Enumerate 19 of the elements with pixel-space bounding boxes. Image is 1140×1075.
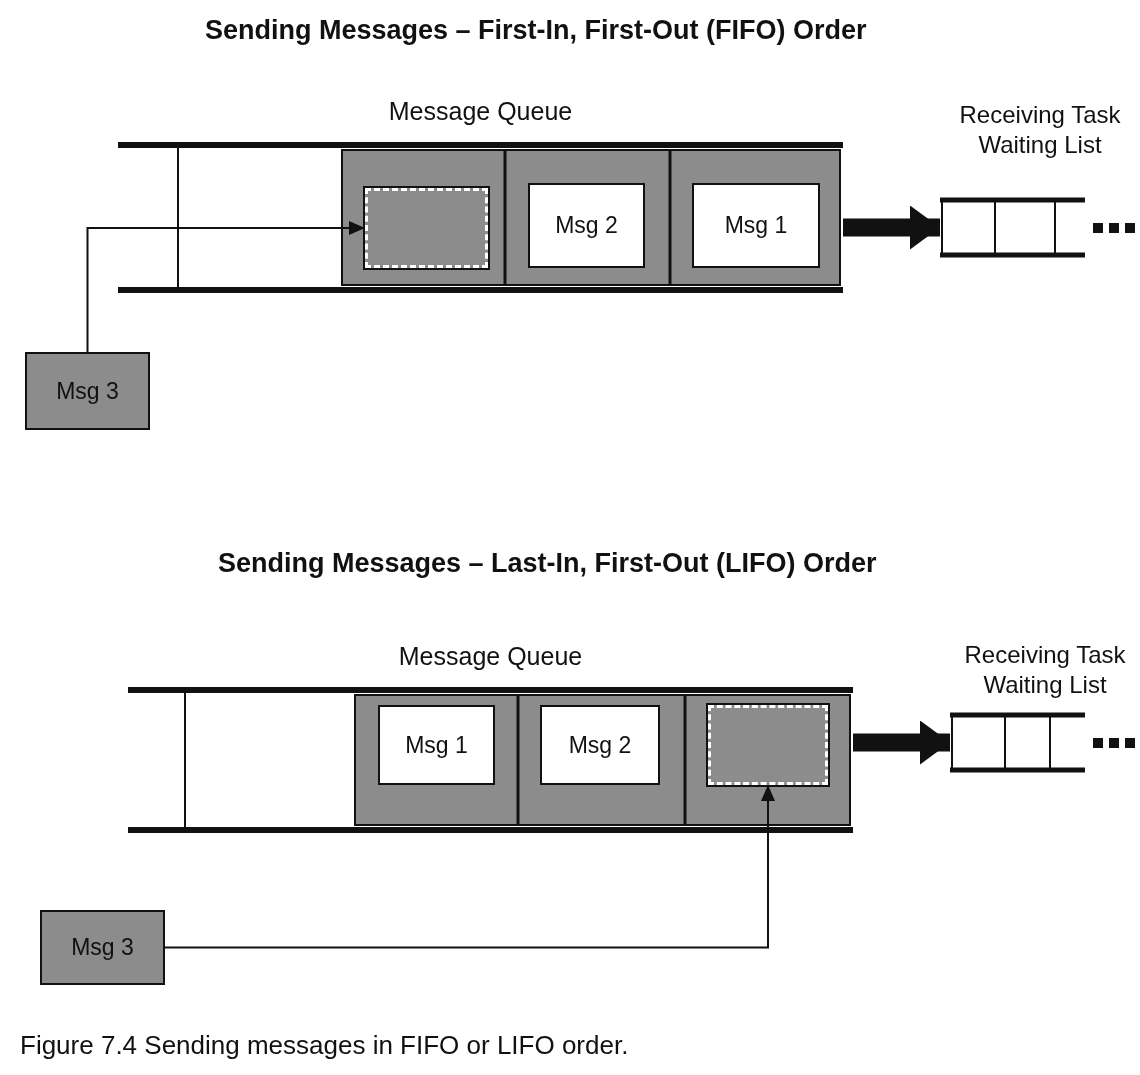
arrow: [164, 784, 775, 949]
list-label: Receiving Task Waiting List: [963, 640, 1127, 700]
panel-heading: Sending Messages – Last-In, First-Out (LIFO) Order: [218, 548, 877, 579]
figure-caption: Figure 7.4 Sending messages in FIFO or LIFO order.: [20, 1030, 629, 1061]
message-box: Msg 2: [528, 183, 645, 268]
empty-slot: [708, 705, 828, 785]
queue-label: Message Queue: [397, 642, 584, 671]
list-label: Receiving Task Waiting List: [958, 100, 1122, 160]
block-arrow: [843, 205, 940, 250]
block-arrow: [853, 720, 950, 765]
message-box: Msg 1: [378, 705, 495, 785]
queue-label: Message Queue: [387, 97, 574, 126]
message-box: Msg 1: [692, 183, 820, 268]
message-box: Msg 3: [25, 352, 150, 430]
arrow: [86, 221, 366, 353]
message-box: Msg 3: [40, 910, 165, 985]
empty-slot: [365, 188, 488, 268]
message-box: Msg 2: [540, 705, 660, 785]
panel-heading: Sending Messages – First-In, First-Out (FIFO) Order: [205, 15, 867, 46]
